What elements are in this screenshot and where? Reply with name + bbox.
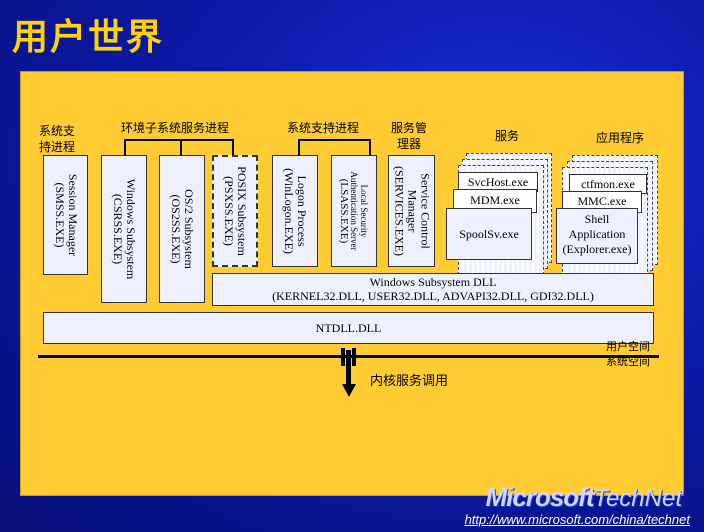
bracket-env-mid [180,139,182,155]
box-winlogon: Logon Process(WinLogon.EXE) [272,155,318,267]
win-dll-line1: Windows Subsystem DLL [369,275,497,289]
label-env-subsystem: 环境子系统服务进程 [121,121,230,135]
kernel-call-arrow-head [342,384,356,397]
gate-left [341,348,345,366]
label-kernel-call: 内核服务调用 [370,374,449,389]
box-posix: POSIX Subsystem(PSXSS.EXE) [212,155,258,267]
gate-right [352,348,356,366]
technet-url-link[interactable]: http://www.microsoft.com/china/technet [464,512,690,527]
bracket-env-right [232,139,234,155]
bracket-env-top [124,139,233,141]
box-ntdll: NTDLL.DLL [43,312,654,344]
diagram-panel: 系统支 持进程 环境子系统服务进程 系统支持进程 服务管 理器 服务 应用程序 … [20,71,684,496]
box-posix-text: POSIX Subsystem(PSXSS.EXE) [222,166,249,256]
box-os2-text: OS/2 Subsystem(OS2SS.EXE) [169,189,196,269]
box-win-subsystem-dll: Windows Subsystem DLL (KERNEL32.DLL, USE… [212,273,654,306]
bracket-env-left [124,139,126,155]
label-user-space: 用户空间 [606,340,650,353]
technet-logo: MicrosoftTechNet [485,482,683,512]
ntdll-label: NTDLL.DLL [315,321,382,335]
label-service-manager: 服务管 理器 [391,121,428,151]
box-smss: Session Manager(SMSS.EXE) [43,155,88,275]
app-item-ctfmon: ctfmon.exe [569,174,647,194]
kernel-call-arrow-shaft [346,350,351,385]
label-kernel-space: 系统空间 [606,355,650,368]
box-csrss: Windows Subsystem(CSRSS.EXE) [101,155,147,303]
bracket-sys-top [298,139,370,141]
box-winlogon-text: Logon Process(WinLogon.EXE) [282,168,309,254]
label-services: 服务 [495,129,520,143]
service-item-svchost: SvcHost.exe [458,172,538,192]
bracket-sys-left [298,139,300,155]
box-os2: OS/2 Subsystem(OS2SS.EXE) [159,155,205,303]
label-system-support: 系统支 持进程 [39,124,76,154]
box-smss-text: Session Manager(SMSS.EXE) [52,173,80,257]
box-csrss-text: Windows Subsystem(CSRSS.EXE) [111,178,138,280]
slide-title: 用户世界 [12,17,165,58]
app-item-explorer: Shell Application (Explorer.exe) [556,208,638,264]
label-system-support-2: 系统支持进程 [287,121,360,135]
service-item-spoolsv: SpoolSv.exe [446,208,532,260]
label-apps: 应用程序 [596,131,645,145]
bracket-sys-right [369,139,371,155]
win-dll-line2: (KERNEL32.DLL, USER32.DLL, ADVAPI32.DLL,… [272,289,594,303]
app-item-mmc: MMC.exe [562,191,642,213]
